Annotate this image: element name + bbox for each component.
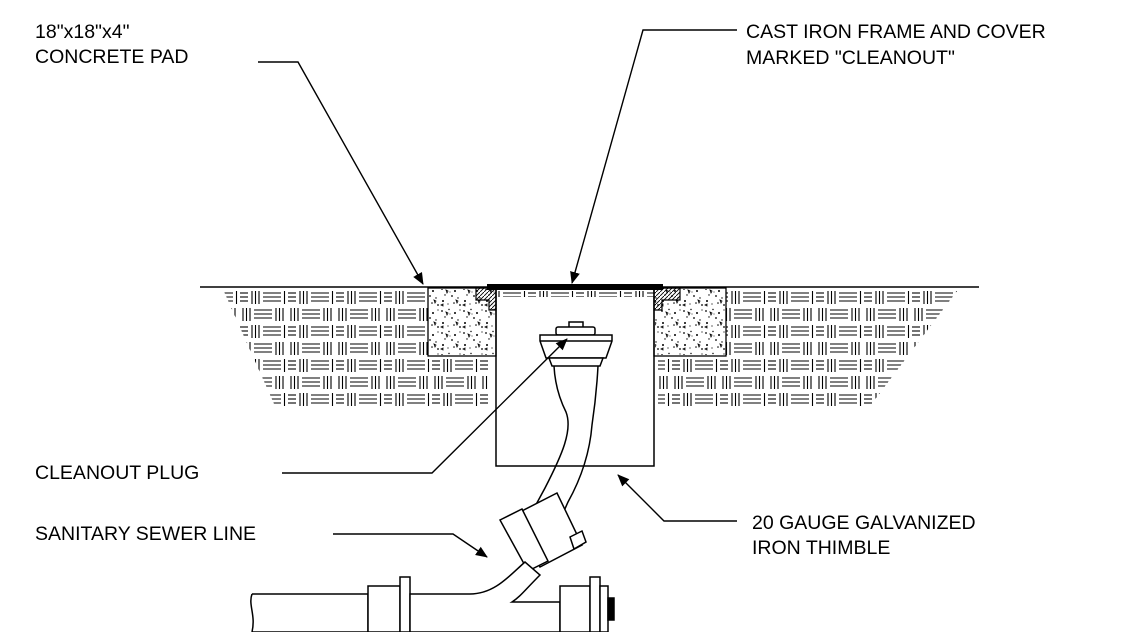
leader-sewer-line [333, 533, 488, 558]
label-iron-thimble: IRON THIMBLE [752, 537, 890, 559]
label-frame-cover: CAST IRON FRAME AND COVER [746, 21, 1046, 43]
leader-thimble [617, 474, 737, 522]
iron-thimble [495, 290, 655, 467]
leader-concrete-pad [258, 61, 424, 285]
cast-iron-cover [487, 284, 663, 290]
leader-cleanout-plug [282, 338, 568, 474]
label-galvanized: 20 GAUGE GALVANIZED [752, 512, 976, 534]
leader-lines [258, 29, 737, 558]
label-pad-size: 18"x18"x4" [35, 21, 130, 43]
wye-fitting [498, 491, 587, 572]
leader-frame-cover [570, 29, 737, 284]
riser-pipe [531, 365, 599, 521]
label-sanitary-sewer: SANITARY SEWER LINE [35, 523, 256, 545]
label-cleanout-plug: CLEANOUT PLUG [35, 462, 199, 484]
label-concrete-pad: CONCRETE PAD [35, 46, 189, 68]
sewer-main [250, 561, 615, 632]
label-marked-cleanout: MARKED "CLEANOUT" [746, 47, 955, 69]
